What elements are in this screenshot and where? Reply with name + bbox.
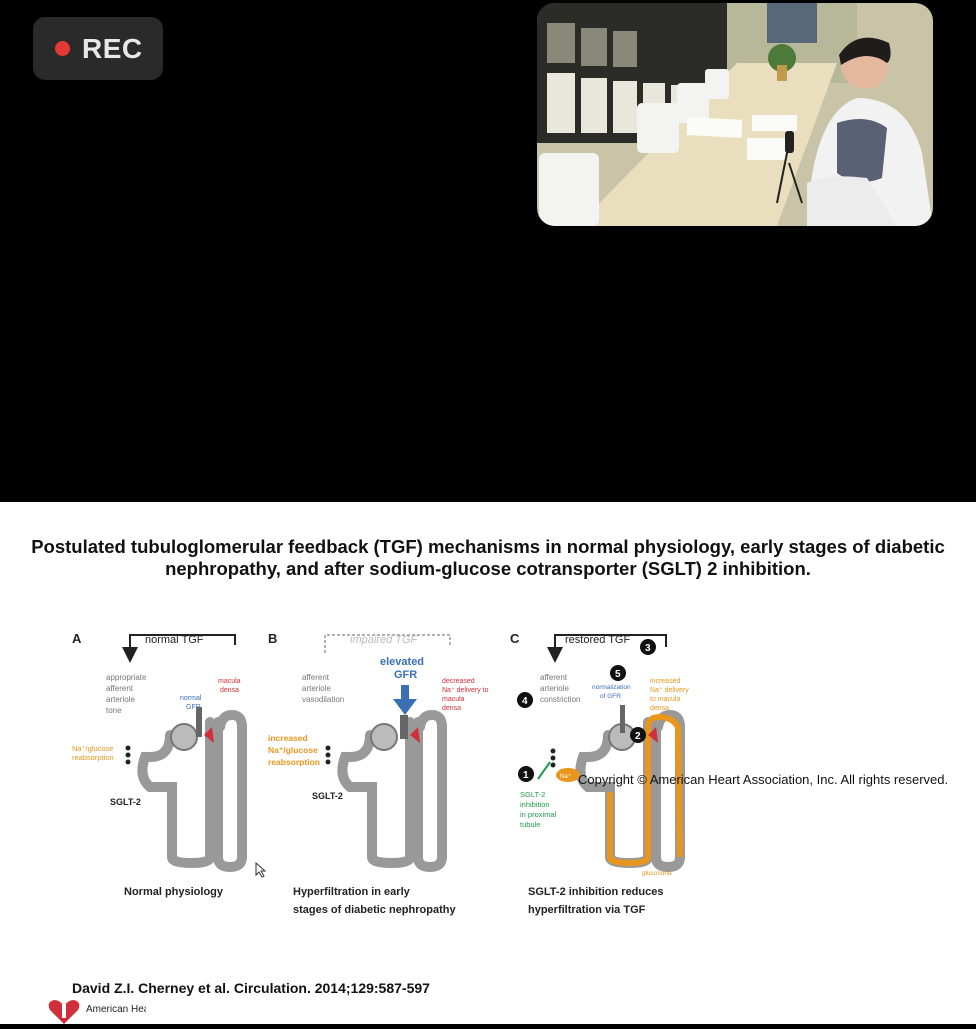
panel-a-tgf: normal TGF [145,634,204,646]
webcam-preview [537,3,933,226]
panel-a-label-4: tone [106,706,122,715]
panel-a-gfr-2: GFR [186,704,201,711]
panel-b-reab-1: increased [268,733,308,743]
panel-b-label-3: vasodilation [302,695,344,704]
mouse-cursor-icon [255,862,267,878]
panel-c-label-3: constriction [540,695,580,704]
panel-b-letter: B [268,631,277,646]
panel-b-sglt: SGLT-2 [312,791,343,801]
panel-c-caption-1: SGLT-2 inhibition reduces [528,886,663,898]
panel-b-macula-1: decreased [442,678,475,685]
panel-b-gfr-2: GFR [394,669,417,681]
presentation-slide: Postulated tubuloglomerular feedback (TG… [0,502,976,1024]
panel-a-label-2: afferent [106,684,134,693]
panel-c-macula-2: Na⁺ delivery [650,687,689,694]
panel-b-caption-1: Hyperfiltration in early [293,886,411,898]
panel-a-label-3: arteriole [106,695,135,704]
panel-c: C restored TGF afferent arteriole constr… [510,631,689,916]
panel-c-gfr-2: of GFR [600,693,621,700]
step-1: 1 [523,770,529,781]
panel-b-reab-3: reabsorption [268,757,320,767]
american-heart-logo: American Heart [46,998,156,1024]
record-dot-icon [55,41,70,56]
panel-c-na: Na⁺ [560,773,571,780]
panel-a-macula-2: densa [220,687,239,694]
panel-c-macula-3: to macula [650,696,680,703]
panel-c-inhib-4: tubule [520,820,540,829]
panel-c-glucosuria: glucosuria [642,870,672,877]
panel-c-caption-2: hyperfiltration via TGF [528,904,646,916]
tgf-figure: A normal TGF appropriate afferent arteri… [72,631,689,916]
panel-b-macula-4: densa [442,705,461,712]
heart-torch-icon: American Heart [48,1000,156,1024]
step-5: 5 [615,669,621,680]
panel-b-macula-2: Na⁺ delivery to [442,687,489,694]
panel-b-label-2: arteriole [302,684,331,693]
recording-indicator: REC [33,17,163,80]
logo-text: American Heart [86,1004,146,1015]
panel-a: A normal TGF appropriate afferent arteri… [72,631,247,898]
step-4: 4 [522,696,528,707]
panel-b-gfr-1: elevated [380,656,424,668]
panel-c-label-2: arteriole [540,684,569,693]
panel-b: B impaired TGF afferent arteriole vasodi… [268,631,489,916]
panel-c-label-1: afferent [540,673,568,682]
step-2: 2 [635,731,641,742]
panel-b-caption-2: stages of diabetic nephropathy [293,904,456,916]
panel-c-macula-4: densa [650,705,669,712]
panel-c-inhib-2: inhibition [520,800,550,809]
panel-c-letter: C [510,631,520,646]
panel-a-sglt: SGLT-2 [110,797,141,807]
copyright-notice: Copyright © American Heart Association, … [578,772,949,787]
panel-b-macula-3: macula [442,696,465,703]
panel-a-reab-1: Na⁺/glucose [72,744,113,753]
panel-a-label-1: appropriate [106,673,147,682]
panel-a-reab-2: reabsorption [72,753,114,762]
slide-citation: David Z.I. Cherney et al. Circulation. 2… [72,980,430,996]
panel-a-letter: A [72,631,82,646]
panel-a-macula-1: macula [218,678,241,685]
panel-c-inhib-3: in proximal [520,810,557,819]
panel-b-tgf: impaired TGF [350,634,419,646]
panel-c-inhib-1: SGLT-2 [520,790,545,799]
step-3: 3 [645,643,651,654]
panel-c-gfr-1: normalization [592,684,631,691]
panel-b-reab-2: Na⁺/glucose [268,745,318,755]
panel-b-label-1: afferent [302,673,330,682]
panel-c-macula-1: increased [650,678,680,685]
panel-a-caption: Normal physiology [124,886,224,898]
panel-c-tgf: restored TGF [565,634,630,646]
step-markers: 1 2 3 4 5 [517,639,656,782]
recording-label: REC [82,32,143,64]
panel-a-gfr-1: normal [180,695,202,702]
slide-title: Postulated tubuloglomerular feedback (TG… [31,536,945,579]
